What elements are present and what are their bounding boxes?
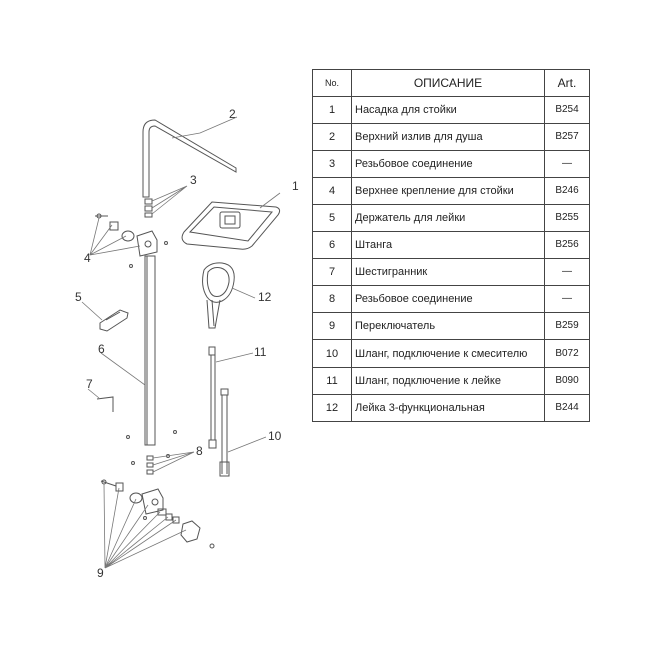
- callout-2: 2: [229, 107, 236, 121]
- row-art: B244: [544, 394, 590, 422]
- callout-9: 9: [97, 566, 104, 580]
- callout-4: 4: [84, 251, 91, 265]
- table-row: 9 Переключатель B259: [312, 312, 590, 340]
- row-no: 4: [312, 177, 352, 205]
- table-row: 11 Шланг, подключение к лейке B090: [312, 367, 590, 395]
- exploded-view-drawing: 2 3 1 4 5 12 6 11 7 10 8 9: [75, 107, 299, 580]
- row-description: Шестигранник: [351, 258, 545, 286]
- row-description: Штанга: [351, 231, 545, 259]
- part-3-threaded-connection: [144, 198, 153, 218]
- table-row: 3 Резьбовое соединение —: [312, 150, 590, 178]
- row-no: 2: [312, 123, 352, 151]
- row-description: Верхнее крепление для стойки: [351, 177, 545, 205]
- part-5-holder: [99, 309, 129, 332]
- callout-12: 12: [258, 290, 272, 304]
- part-10-hose: [219, 388, 230, 477]
- part-2-top-outlet-arm: [142, 119, 237, 198]
- row-art: —: [544, 258, 590, 286]
- row-art: B246: [544, 177, 590, 205]
- table-row: 6 Штанга B256: [312, 231, 590, 259]
- row-description: Шланг, подключение к лейке: [351, 367, 545, 395]
- row-no: 11: [312, 367, 352, 395]
- row-description: Насадка для стойки: [351, 96, 545, 124]
- callout-7: 7: [86, 377, 93, 391]
- callout-8: 8: [196, 444, 203, 458]
- row-description: Переключатель: [351, 312, 545, 340]
- row-no: 1: [312, 96, 352, 124]
- table-row: 4 Верхнее крепление для стойки B246: [312, 177, 590, 205]
- table-row: 5 Держатель для лейки B255: [312, 204, 590, 232]
- header-description: ОПИСАНИЕ: [351, 69, 545, 97]
- row-description: Верхний излив для душа: [351, 123, 545, 151]
- table-row: 10 Шланг, подключение к смесителю B072: [312, 339, 590, 368]
- callout-10: 10: [268, 429, 282, 443]
- row-art: B072: [544, 339, 590, 368]
- row-no: 7: [312, 258, 352, 286]
- row-description: Резьбовое соединение: [351, 285, 545, 313]
- row-art: B090: [544, 367, 590, 395]
- callout-11: 11: [254, 345, 267, 359]
- table-row: 2 Верхний излив для душа B257: [312, 123, 590, 151]
- parts-table: No. ОПИСАНИЕ Art. 1 Насадка для стойки B…: [312, 69, 590, 422]
- callout-5: 5: [75, 290, 82, 304]
- row-description: Резьбовое соединение: [351, 150, 545, 178]
- part-8-threaded-connection: [126, 430, 177, 475]
- row-art: —: [544, 285, 590, 313]
- part-1-shower-head: [181, 201, 281, 250]
- row-art: B256: [544, 231, 590, 259]
- callout-1: 1: [292, 179, 299, 193]
- row-no: 12: [312, 394, 352, 422]
- table-row: 7 Шестигранник —: [312, 258, 590, 286]
- row-description: Шланг, подключение к смесителю: [351, 339, 545, 368]
- part-12-hand-shower: [202, 262, 235, 329]
- row-art: B255: [544, 204, 590, 232]
- row-no: 3: [312, 150, 352, 178]
- part-9-diverter: [100, 479, 215, 549]
- row-art: B259: [544, 312, 590, 340]
- table-row: 1 Насадка для стойки B254: [312, 96, 590, 124]
- part-6-rail: [144, 255, 156, 446]
- part-7-hex-key: [96, 396, 114, 412]
- part-11-hose: [208, 346, 217, 449]
- row-no: 8: [312, 285, 352, 313]
- row-no: 10: [312, 339, 352, 368]
- header-no: No.: [312, 69, 352, 97]
- row-description: Держатель для лейки: [351, 204, 545, 232]
- row-art: B254: [544, 96, 590, 124]
- table-row: 8 Резьбовое соединение —: [312, 285, 590, 313]
- row-description: Лейка 3-функциональная: [351, 394, 545, 422]
- table-header-row: No. ОПИСАНИЕ Art.: [312, 69, 590, 97]
- callout-6: 6: [98, 342, 105, 356]
- row-no: 9: [312, 312, 352, 340]
- part-4-upper-bracket: [95, 213, 168, 268]
- table-row: 12 Лейка 3-функциональная B244: [312, 394, 590, 422]
- row-art: —: [544, 150, 590, 178]
- row-no: 5: [312, 204, 352, 232]
- header-art: Art.: [544, 69, 590, 97]
- callout-3: 3: [190, 173, 197, 187]
- row-art: B257: [544, 123, 590, 151]
- row-no: 6: [312, 231, 352, 259]
- leader-lines: [81, 116, 281, 569]
